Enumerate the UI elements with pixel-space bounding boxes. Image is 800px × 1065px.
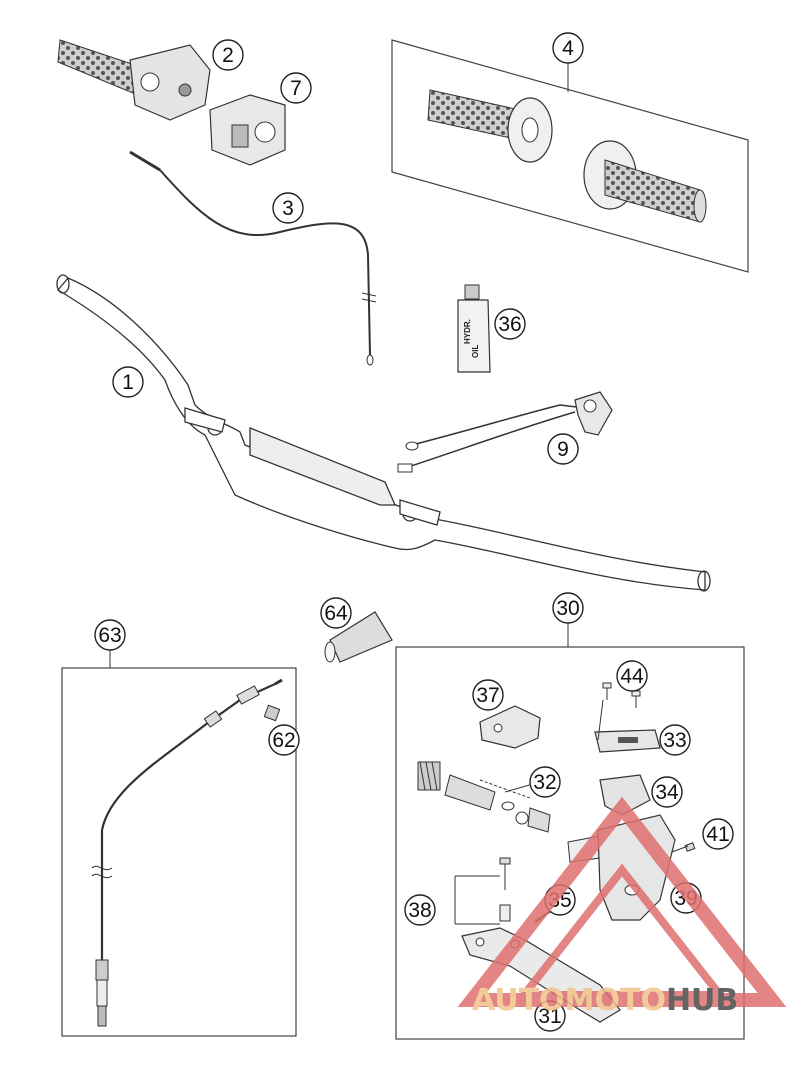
- watermark-triangle-outer: [457, 796, 787, 1007]
- clutch-cable-part: [91, 678, 283, 1027]
- callout-9: 9: [547, 433, 579, 465]
- throttle-cable-part: [129, 150, 377, 366]
- cable-nipple-part: [263, 704, 281, 722]
- watermark-text-hub: HUB: [666, 983, 738, 1018]
- callout-37: 37: [472, 679, 504, 711]
- svg-text:38: 38: [408, 899, 431, 922]
- pivot-bolt-part: [499, 857, 511, 922]
- callout-33: 33: [659, 724, 691, 756]
- svg-text:36: 36: [498, 313, 521, 336]
- svg-text:33: 33: [663, 729, 686, 752]
- svg-text:41: 41: [706, 823, 729, 846]
- callout-36: 36: [494, 308, 526, 340]
- hydraulic-oil-bottle-part: HYDR. OIL: [457, 284, 491, 373]
- automotohub-watermark: AUTOMOTOHUB: [457, 796, 787, 1018]
- throttle-grip-part: [57, 39, 211, 121]
- callout-44: 44: [616, 660, 648, 692]
- svg-text:AUTOMOTOHUB: AUTOMOTOHUB: [472, 983, 738, 1018]
- callout-38: 38: [404, 894, 436, 926]
- leader-lines: [109, 63, 604, 925]
- callout-34: 34: [651, 776, 683, 808]
- clutch-cable-group-box: [61, 667, 297, 1037]
- callout-32: 32: [529, 766, 561, 798]
- svg-text:9: 9: [557, 438, 569, 461]
- callout-64: 64: [320, 597, 352, 629]
- callout-1: 1: [112, 366, 144, 398]
- grip-set-part: [427, 89, 707, 223]
- brake-master-group-box: [395, 646, 745, 1040]
- oil-bottle-label-line2: OIL: [471, 345, 480, 358]
- svg-text:34: 34: [655, 781, 679, 804]
- svg-text:3: 3: [282, 197, 294, 220]
- svg-text:62: 62: [272, 729, 295, 752]
- oil-bottle-label-line1: HYDR.: [463, 319, 472, 344]
- callout-4: 4: [552, 32, 584, 64]
- handlebar-part: [56, 274, 711, 592]
- reservoir-part: [599, 774, 651, 816]
- svg-text:63: 63: [98, 624, 121, 647]
- piston-kit-part: [417, 761, 551, 833]
- reservoir-cover-part: [594, 729, 661, 753]
- callout-63: 63: [94, 619, 126, 651]
- svg-text:7: 7: [290, 77, 302, 100]
- rubber-cap-part: [324, 611, 393, 663]
- callout-7: 7: [280, 72, 312, 104]
- svg-text:37: 37: [476, 684, 499, 707]
- svg-text:2: 2: [222, 44, 234, 67]
- svg-text:64: 64: [324, 602, 348, 625]
- callout-30: 30: [552, 592, 584, 624]
- kill-switch-part: [397, 391, 613, 473]
- callout-62: 62: [268, 724, 300, 756]
- throttle-cover-part: [209, 94, 286, 166]
- banjo-bolt-part: [671, 842, 696, 853]
- grip-set-group-box: [391, 39, 749, 273]
- svg-text:4: 4: [562, 37, 574, 60]
- svg-text:1: 1: [122, 371, 134, 394]
- svg-text:31: 31: [538, 1005, 561, 1028]
- svg-text:30: 30: [556, 597, 579, 620]
- callout-2: 2: [212, 39, 244, 71]
- watermark-triangle-inner: [515, 863, 729, 999]
- svg-text:44: 44: [620, 665, 644, 688]
- svg-text:32: 32: [533, 771, 556, 794]
- callout-3: 3: [272, 192, 304, 224]
- handlebar-clamp-part: [479, 705, 541, 749]
- watermark-text-auto: AUTOMOTO: [472, 983, 666, 1018]
- callout-41: 41: [702, 818, 734, 850]
